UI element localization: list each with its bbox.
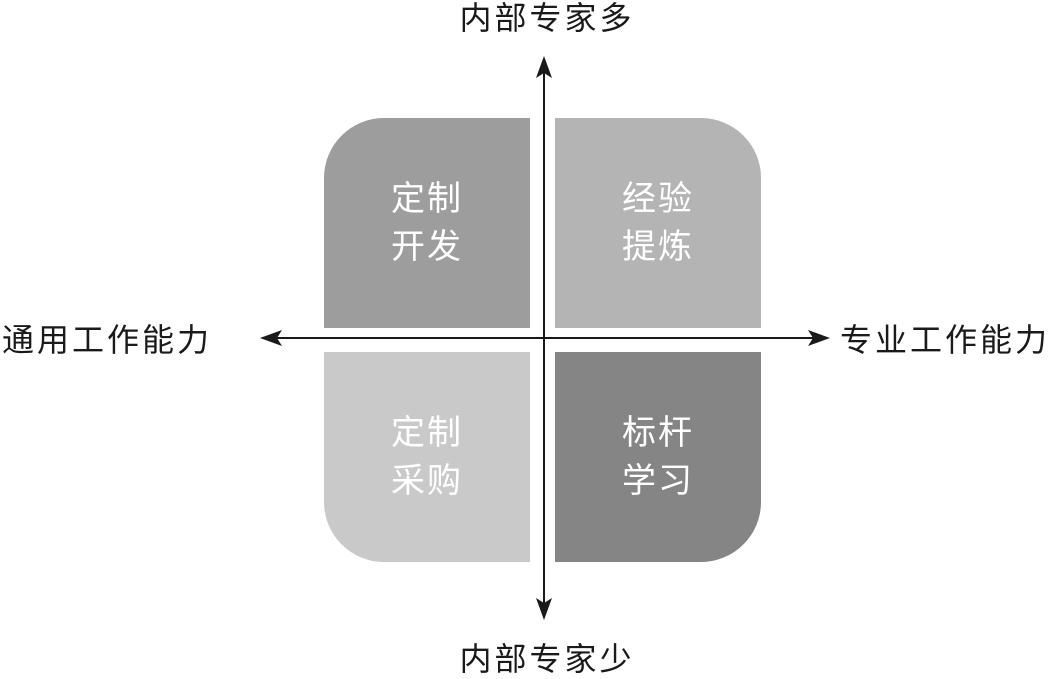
axis-label-bottom: 内部专家少	[459, 640, 635, 678]
quadrant-label-line1: 标杆	[622, 413, 694, 453]
axis-label-right: 专业工作能力	[840, 321, 1051, 359]
quadrant-custom-development: 定制 开发	[324, 118, 530, 328]
arrow-up-icon	[536, 56, 552, 78]
arrow-down-icon	[536, 598, 552, 620]
quadrant-label-line2: 开发	[391, 227, 463, 267]
quadrant-label-line2: 学习	[622, 461, 694, 501]
arrow-left-icon	[260, 330, 282, 346]
axis-label-left: 通用工作能力	[2, 321, 213, 359]
quadrant-label-line1: 定制	[391, 179, 463, 219]
quadrant-label-line1: 经验	[622, 179, 694, 219]
quadrant-label-line1: 定制	[391, 413, 463, 453]
quadrant-benchmark-learning: 标杆 学习	[555, 352, 761, 562]
arrow-right-icon	[808, 330, 830, 346]
quadrant-custom-procurement: 定制 采购	[324, 352, 530, 562]
quadrant-experience-extraction: 经验 提炼	[555, 118, 761, 328]
quadrant-label-line2: 采购	[391, 461, 463, 501]
quadrant-label-line2: 提炼	[622, 227, 694, 267]
axis-label-top: 内部专家多	[459, 0, 635, 37]
